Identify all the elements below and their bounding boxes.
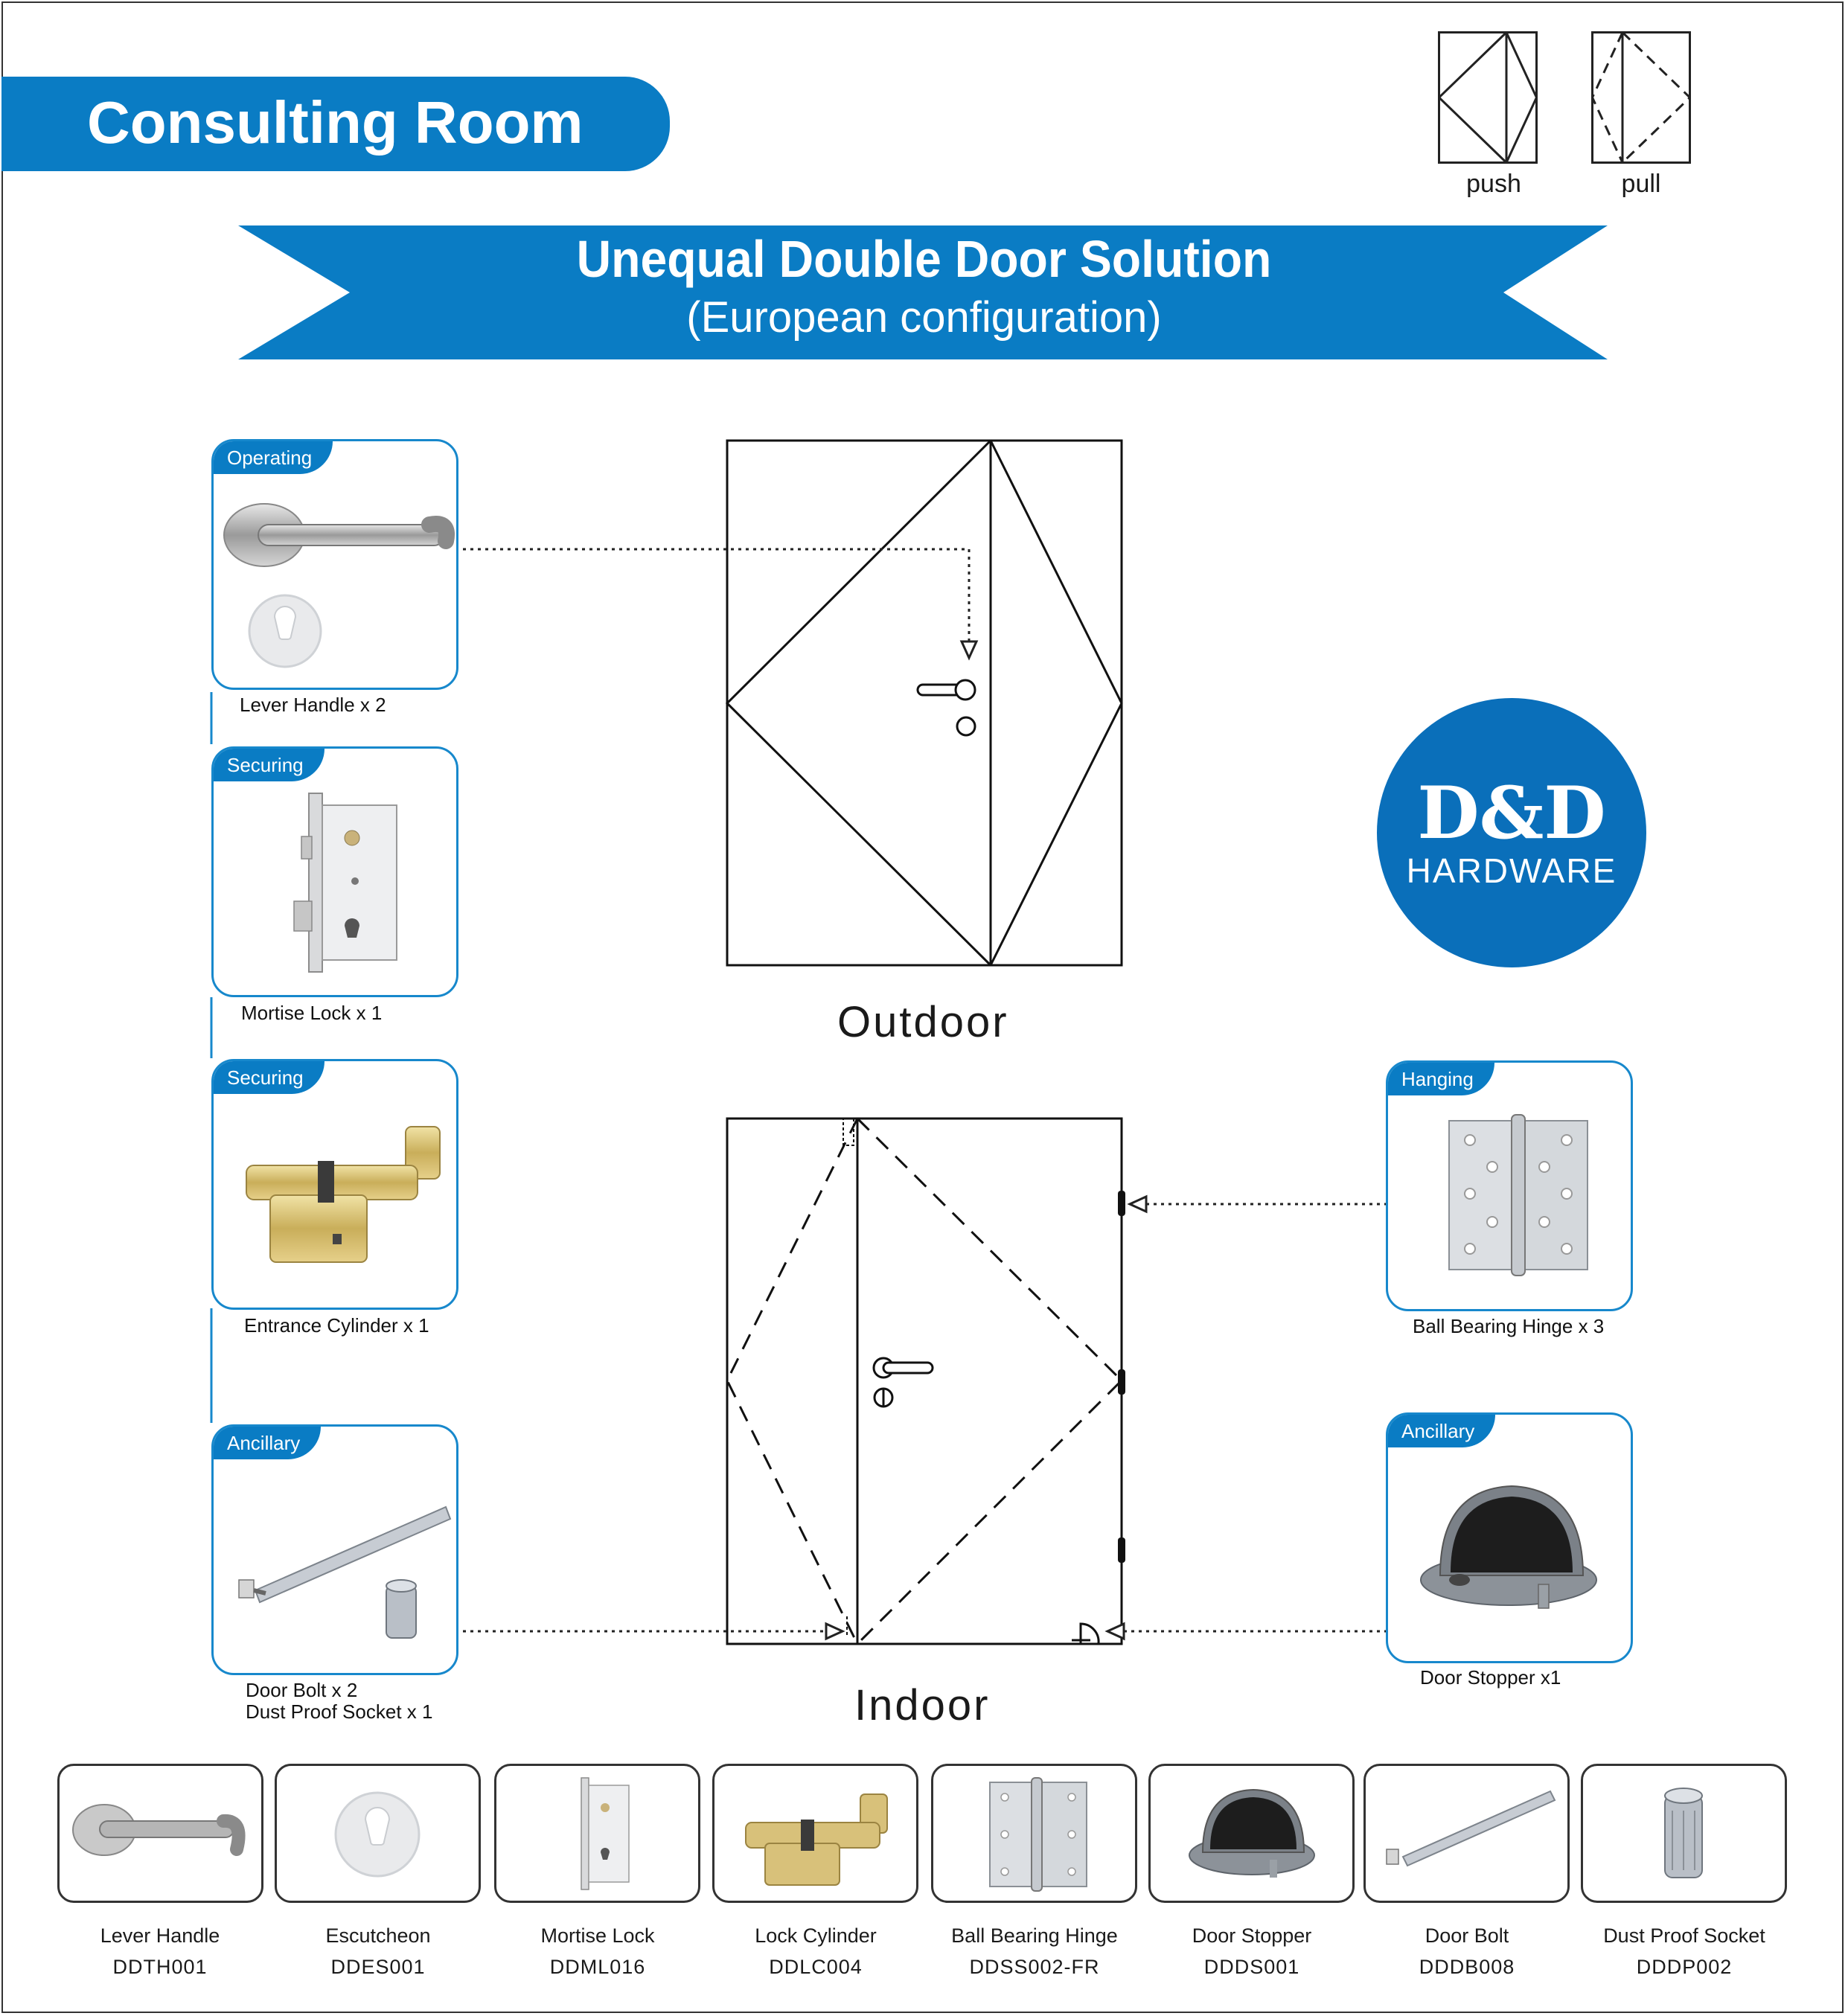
product-code: DDDS001 bbox=[1203, 1956, 1300, 1978]
section-title: Consulting Room bbox=[87, 89, 584, 156]
card-tag: Ancillary bbox=[1388, 1415, 1496, 1447]
product-code: DDDP002 bbox=[1636, 1956, 1733, 1978]
card-operating: Operating bbox=[211, 439, 458, 690]
ball-bearing-hinge-icon bbox=[989, 1777, 1087, 1892]
lock-cylinder-icon bbox=[246, 1126, 441, 1263]
card-hanging-hinge: Hanging bbox=[1386, 1060, 1633, 1311]
card-tag: Securing bbox=[214, 749, 324, 781]
indoor-door bbox=[726, 1117, 1123, 1645]
product-code: DDTH001 bbox=[112, 1956, 208, 1978]
product-name: Dust Proof Socket bbox=[1603, 1924, 1765, 1947]
door-bolt-icon bbox=[1386, 1790, 1556, 1867]
card-securing-cylinder: Securing bbox=[211, 1059, 458, 1310]
push-legend-label: push bbox=[1466, 170, 1521, 198]
card-tag: Hanging bbox=[1388, 1063, 1494, 1095]
logo-sub-text: HARDWARE bbox=[1406, 851, 1617, 890]
card-securing-mortise: Securing bbox=[211, 746, 458, 997]
card-caption-line1: Door Bolt x 2 bbox=[246, 1679, 358, 1701]
product-box-escutcheon bbox=[275, 1764, 481, 1903]
product-code: DDML016 bbox=[549, 1956, 646, 1978]
hinge-markers bbox=[1118, 1191, 1125, 1563]
product-code: DDDB008 bbox=[1419, 1956, 1515, 1978]
banner-ribbon bbox=[238, 225, 1608, 359]
indoor-label: Indoor bbox=[854, 1681, 991, 1729]
product-box-lever-handle bbox=[57, 1764, 263, 1903]
banner-title: Unequal Double Door Solution bbox=[576, 230, 1272, 288]
product-box-lock-cylinder bbox=[712, 1764, 918, 1903]
door-stopper-icon bbox=[1420, 1485, 1597, 1609]
section-title-tab: Consulting Room bbox=[1, 77, 670, 171]
banner-subtitle: (European configuration) bbox=[686, 293, 1162, 342]
product-name: Lever Handle bbox=[100, 1924, 220, 1947]
product-name: Ball Bearing Hinge bbox=[951, 1924, 1118, 1947]
card-ancillary-stopper: Ancillary bbox=[1386, 1412, 1633, 1663]
product-box-door-bolt bbox=[1363, 1764, 1570, 1903]
pull-legend-label: pull bbox=[1621, 170, 1661, 198]
dd-hardware-logo: D&D HARDWARE bbox=[1377, 698, 1646, 967]
lock-cylinder-icon bbox=[745, 1793, 888, 1886]
outdoor-label: Outdoor bbox=[837, 998, 1009, 1046]
card-tag: Operating bbox=[214, 441, 333, 474]
card-ancillary-bolt: Ancillary bbox=[211, 1424, 458, 1675]
card-tag: Ancillary bbox=[214, 1427, 322, 1459]
product-code: DDES001 bbox=[330, 1956, 426, 1978]
card-tag: Securing bbox=[214, 1061, 324, 1094]
product-box-ball-bearing-hinge bbox=[931, 1764, 1137, 1903]
product-name: Lock Cylinder bbox=[755, 1924, 877, 1947]
escutcheon-icon bbox=[334, 1791, 421, 1878]
product-name: Escutcheon bbox=[325, 1924, 431, 1947]
product-code: DDSS002-FR bbox=[969, 1956, 1100, 1978]
card-caption: Ball Bearing Hinge x 3 bbox=[1413, 1315, 1605, 1337]
mortise-lock-icon bbox=[293, 793, 397, 973]
lever-handle-icon bbox=[72, 1804, 246, 1856]
product-box-dust-proof-socket bbox=[1581, 1764, 1787, 1903]
card-caption: Entrance Cylinder x 1 bbox=[244, 1314, 429, 1337]
logo-main-text: D&D bbox=[1417, 771, 1606, 855]
indoor-lever-icon bbox=[872, 1357, 934, 1408]
door-stopper-icon bbox=[1189, 1788, 1315, 1878]
ball-bearing-hinge-icon bbox=[1448, 1114, 1588, 1276]
card-caption: Mortise Lock x 1 bbox=[241, 1002, 383, 1024]
outdoor-lever-icon bbox=[916, 679, 976, 737]
card-caption: Door Stopper x1 bbox=[1420, 1666, 1561, 1689]
card-caption-line2: Dust Proof Socket x 1 bbox=[246, 1700, 433, 1723]
lever-handle-icon bbox=[223, 503, 455, 668]
push-legend-icon bbox=[1438, 31, 1538, 164]
card-caption: Lever Handle x 2 bbox=[240, 694, 386, 716]
door-bolt-icon bbox=[238, 1505, 452, 1639]
dust-proof-socket-icon bbox=[1664, 1788, 1703, 1878]
pull-legend-icon bbox=[1591, 31, 1691, 164]
product-box-mortise-lock bbox=[494, 1764, 700, 1903]
product-code: DDLC004 bbox=[769, 1956, 863, 1978]
product-name: Mortise Lock bbox=[540, 1924, 655, 1947]
product-name: Door Bolt bbox=[1425, 1924, 1509, 1947]
outdoor-door bbox=[725, 439, 1123, 967]
mortise-lock-icon bbox=[581, 1777, 630, 1890]
product-box-door-stopper bbox=[1148, 1764, 1355, 1903]
product-name: Door Stopper bbox=[1192, 1924, 1312, 1947]
